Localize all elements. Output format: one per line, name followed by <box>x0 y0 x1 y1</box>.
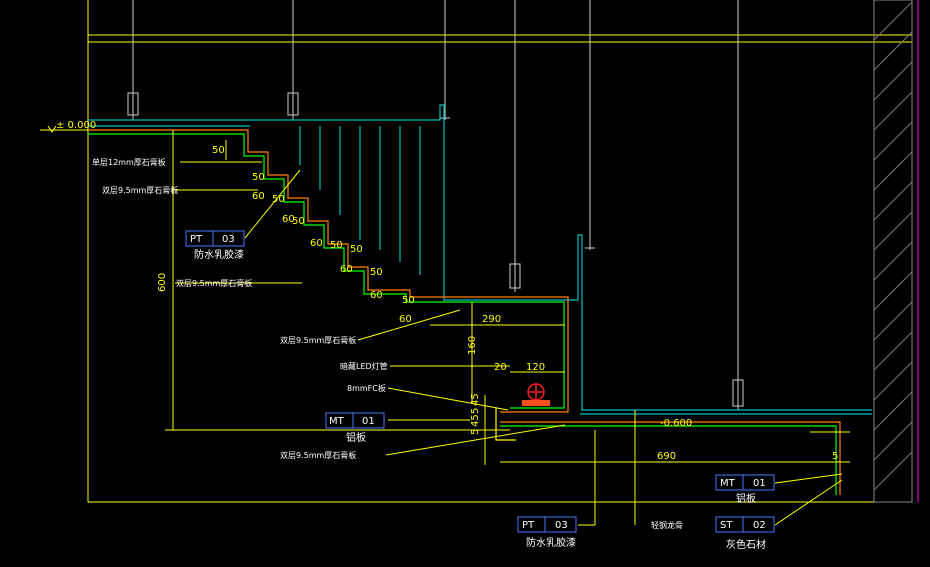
level-upper: ± 0.000 <box>56 120 96 131</box>
tag-code: MT <box>329 416 345 427</box>
dim-tread-3: 60 <box>310 238 323 249</box>
dim-rise-8: 50 <box>402 295 415 306</box>
ceiling-structure <box>88 104 872 415</box>
dim-tread-4: 60 <box>340 264 353 275</box>
leader-lines <box>175 161 843 526</box>
tag-caption: 防水乳胶漆 <box>526 536 576 549</box>
dim-rise-4: 50 <box>292 216 305 227</box>
dimension-lines <box>40 125 850 525</box>
material-tag-mt01-left: MT 01 铝板 <box>325 412 385 444</box>
tag-code: PT <box>190 234 203 245</box>
dim-led-zone: 120 <box>526 362 545 373</box>
dim-stack-4: 5 <box>470 429 481 435</box>
dim-edge: 5 <box>832 451 838 462</box>
note-led: 暗藏LED灯管 <box>340 361 388 371</box>
tag-num: 02 <box>753 520 766 531</box>
dim-tread-1: 60 <box>252 191 265 202</box>
tag-code: PT <box>522 520 535 531</box>
note-double-gypsum-1: 双层9.5mm厚石膏板 <box>102 185 178 195</box>
led-fixture <box>522 383 550 406</box>
tag-caption: 灰色石材 <box>726 538 766 551</box>
tag-caption: 防水乳胶漆 <box>194 248 244 261</box>
dim-bottom-span: 690 <box>657 451 676 462</box>
dim-tread-6: 60 <box>399 314 412 325</box>
tag-num: 03 <box>222 234 235 245</box>
dim-stack-1: 45 <box>470 393 481 406</box>
note-fc-board: 8mmFC板 <box>347 383 386 393</box>
dim-drop: 160 <box>467 336 478 355</box>
dim-tread-2: 60 <box>282 214 295 225</box>
tag-caption: 铝板 <box>346 431 366 444</box>
hatched-wall <box>873 0 913 503</box>
dim-total-height: 600 <box>157 273 168 292</box>
tag-code: ST <box>720 520 733 531</box>
dim-rise-5: 50 <box>330 240 343 251</box>
note-double-gypsum-3: 双层9.5mm厚石膏板 <box>280 335 356 345</box>
dim-rise-1: 50 <box>212 145 225 156</box>
material-tag-mt01-right: MT 01 铝板 <box>715 474 775 505</box>
note-double-gypsum-2: 双层9.5mm厚石膏板 <box>176 278 252 288</box>
dim-stack-3: 45 <box>470 414 481 427</box>
tag-num: 01 <box>753 478 766 489</box>
tag-num: 03 <box>555 520 568 531</box>
note-keel: 轻钢龙骨 <box>651 520 683 530</box>
dim-landing: 290 <box>482 314 501 325</box>
dim-rise-3: 50 <box>272 194 285 205</box>
note-double-gypsum-4: 双层9.5mm厚石膏板 <box>280 450 356 460</box>
dim-rise-2: 50 <box>252 172 265 183</box>
material-tag-pt03-top: PT 03 防水乳胶漆 <box>185 230 245 261</box>
tag-code: MT <box>720 478 736 489</box>
dim-gap: 20 <box>494 362 507 373</box>
material-tag-st02: ST 02 灰色石材 <box>715 516 775 551</box>
hanger-rods <box>132 0 739 410</box>
tag-num: 01 <box>362 416 375 427</box>
gypsum-layers <box>88 129 841 495</box>
dim-stack-2: 5 <box>470 408 481 414</box>
level-lower: -0.600 <box>660 418 692 429</box>
dim-rise-6: 50 <box>350 244 363 255</box>
dim-tread-5: 60 <box>370 290 383 301</box>
material-tag-pt03-bottom: PT 03 防水乳胶漆 <box>517 516 577 549</box>
dim-rise-7: 50 <box>370 267 383 278</box>
hanger-clips <box>127 92 744 407</box>
note-single-gypsum: 单层12mm厚石膏板 <box>92 157 166 167</box>
tag-caption: 铝板 <box>736 492 756 505</box>
